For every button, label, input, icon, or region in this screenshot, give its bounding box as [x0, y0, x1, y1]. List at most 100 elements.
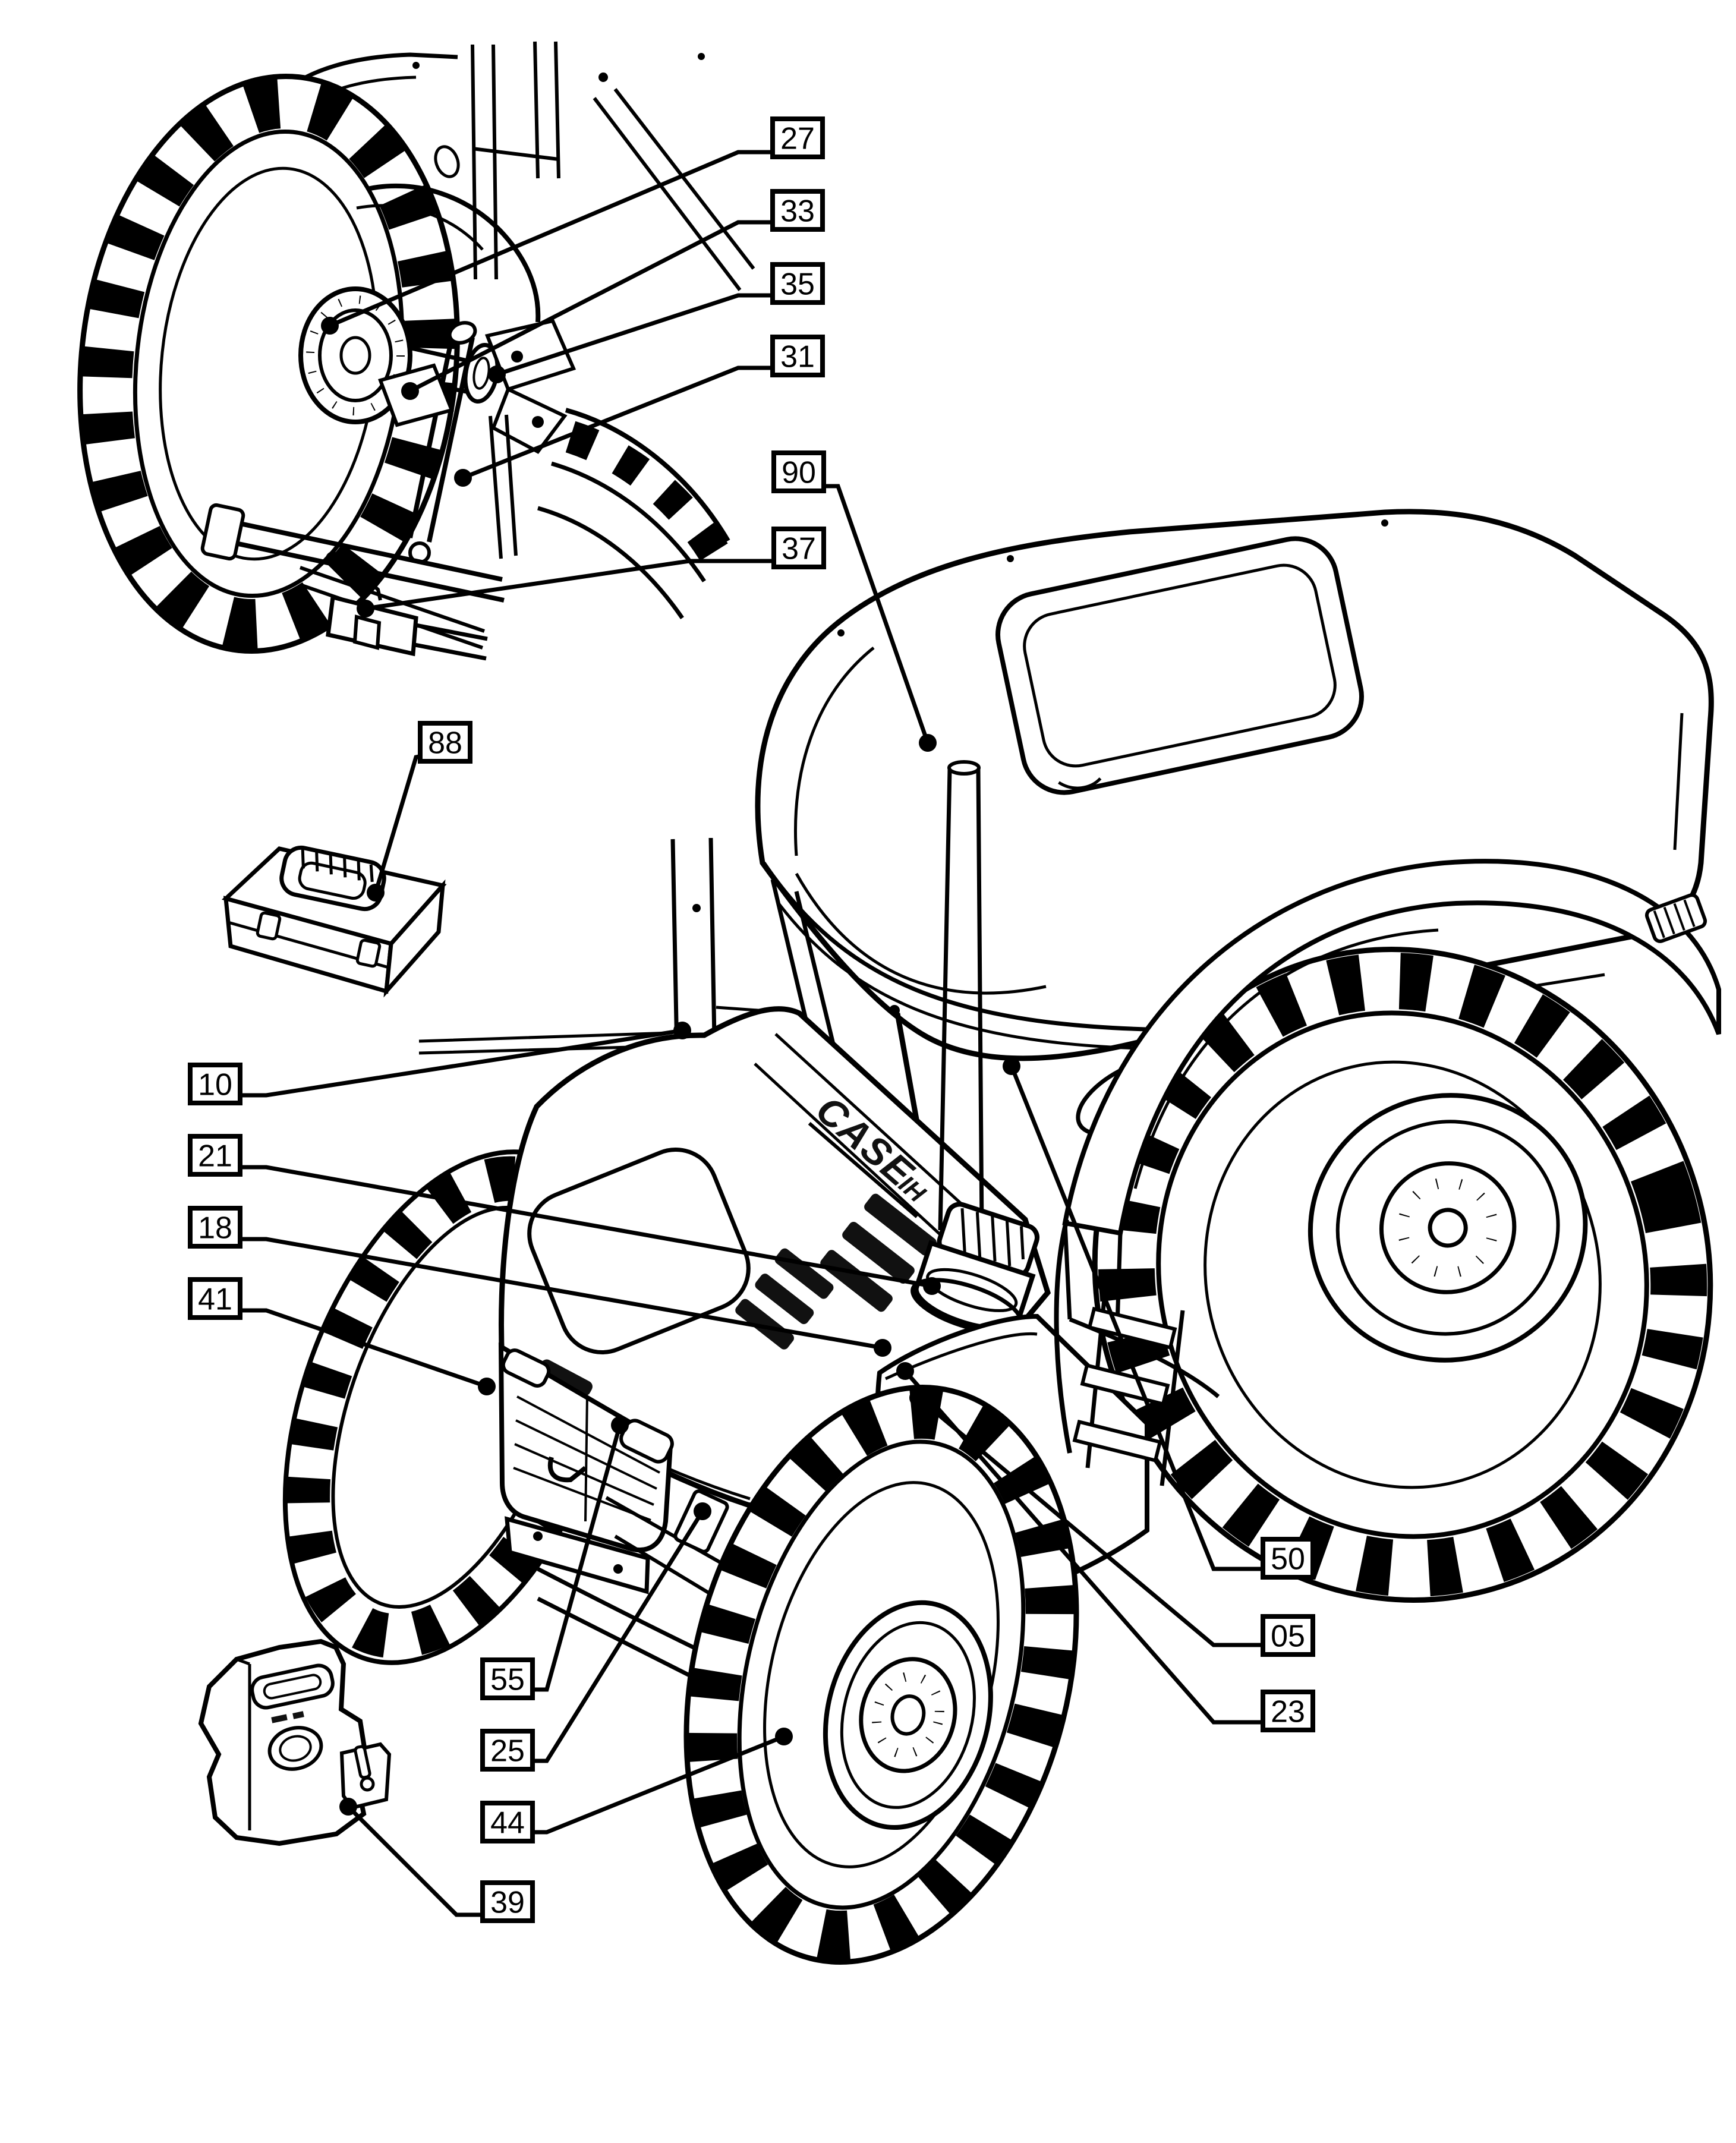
- leader-dot-41: [478, 1378, 496, 1395]
- callout-box-27[interactable]: [770, 116, 825, 159]
- callout-box-88[interactable]: [418, 721, 472, 764]
- leader-line-23: [903, 1369, 1263, 1725]
- leader-line-31: [462, 365, 773, 480]
- hub-bolts: [306, 295, 405, 415]
- callout-88[interactable]: 88: [367, 721, 472, 902]
- callout-37[interactable]: 37: [357, 527, 826, 617]
- leader-dot-44: [775, 1728, 793, 1745]
- leader-dot-39: [339, 1798, 357, 1816]
- callout-number-21: 21: [198, 1139, 232, 1174]
- callout-90[interactable]: 90: [771, 450, 937, 752]
- weight-bracket: [339, 1742, 392, 1810]
- leader-line-35: [496, 293, 773, 377]
- leader-dot-31: [454, 469, 472, 487]
- leader-line-25: [533, 1510, 704, 1763]
- leader-dot-23: [896, 1362, 914, 1380]
- callout-box-39[interactable]: [480, 1880, 535, 1923]
- leader-line-39: [346, 1805, 483, 1917]
- step-tread-3: [1072, 1419, 1162, 1463]
- handrail: [1054, 1219, 1072, 1454]
- callout-number-44: 44: [490, 1806, 525, 1841]
- rear-fender-detail: [367, 183, 541, 323]
- tow-hook: [547, 1456, 587, 1483]
- leader-line-55: [533, 1425, 622, 1692]
- callout-box-41[interactable]: [188, 1277, 242, 1320]
- leader-line-41: [240, 1308, 488, 1389]
- callout-21[interactable]: 21: [188, 1134, 941, 1295]
- callout-box-18[interactable]: [188, 1206, 242, 1249]
- callout-55[interactable]: 55: [480, 1416, 629, 1700]
- rear-axle-detail: [77, 41, 755, 661]
- callout-number-10: 10: [198, 1068, 232, 1102]
- leader-line-44: [533, 1734, 785, 1835]
- callout-box-35[interactable]: [770, 262, 825, 305]
- callout-27[interactable]: 27: [321, 116, 825, 335]
- leader-line-33: [409, 220, 773, 393]
- leader-line-37: [365, 559, 774, 611]
- callout-number-31: 31: [780, 340, 815, 374]
- windshield-frame-edge: [593, 88, 755, 291]
- weight-handle-slot: [250, 1663, 335, 1710]
- callout-box-21[interactable]: [188, 1134, 242, 1177]
- leader-dot-37: [357, 600, 374, 617]
- callout-44[interactable]: 44: [480, 1728, 793, 1843]
- callout-50[interactable]: 50: [1003, 1057, 1315, 1580]
- callout-box-90[interactable]: [771, 450, 826, 493]
- callout-41[interactable]: 41: [188, 1277, 496, 1395]
- opposite-wheel-partial: [537, 408, 730, 619]
- callout-box-33[interactable]: [770, 189, 825, 232]
- step-tread-2: [1080, 1363, 1170, 1407]
- callout-box-23[interactable]: [1261, 1690, 1315, 1732]
- callout-box-10[interactable]: [188, 1063, 242, 1105]
- callout-23[interactable]: 23: [896, 1362, 1315, 1732]
- leader-dot-21: [923, 1277, 941, 1295]
- roof-hatch: [995, 536, 1364, 795]
- lift-cylinder: [408, 321, 477, 564]
- leader-dot-10: [673, 1022, 691, 1039]
- leader-dot-33: [401, 382, 419, 400]
- toolbox-latch-left: [256, 911, 282, 941]
- callout-number-39: 39: [490, 1886, 525, 1920]
- callout-box-31[interactable]: [770, 335, 825, 377]
- leader-line-21: [240, 1165, 932, 1288]
- callout-box-50[interactable]: [1261, 1537, 1315, 1580]
- callout-number-41: 41: [198, 1282, 232, 1317]
- callout-35[interactable]: 35: [488, 262, 825, 383]
- callout-number-27: 27: [780, 122, 815, 156]
- callout-box-37[interactable]: [771, 527, 826, 569]
- callout-number-50: 50: [1271, 1542, 1305, 1577]
- callout-31[interactable]: 31: [454, 335, 825, 487]
- front-rim: [823, 1600, 993, 1830]
- leader-dot-50: [1003, 1057, 1020, 1075]
- callout-box-55[interactable]: [480, 1657, 535, 1700]
- leader-line-05: [916, 1396, 1263, 1647]
- leader-line-88: [373, 754, 422, 894]
- callout-number-33: 33: [780, 194, 815, 229]
- leader-line-50: [1009, 1065, 1263, 1571]
- callout-number-18: 18: [198, 1211, 232, 1246]
- hood-vents: [820, 1193, 937, 1312]
- callout-25[interactable]: 25: [480, 1502, 711, 1772]
- callout-number-23: 23: [1271, 1695, 1305, 1729]
- callout-39[interactable]: 39: [339, 1798, 535, 1923]
- front-weight: [198, 1638, 392, 1846]
- callout-box-05[interactable]: [1261, 1614, 1315, 1657]
- toolbox-latch-right: [355, 938, 382, 968]
- leader-dot-18: [874, 1339, 891, 1357]
- callout-33[interactable]: 33: [401, 189, 825, 400]
- grille-badge: [539, 1359, 593, 1396]
- rear-right-wheel: [1092, 947, 1713, 1603]
- callout-box-25[interactable]: [480, 1729, 535, 1772]
- callout-box-44[interactable]: [480, 1801, 535, 1843]
- callout-18[interactable]: 18: [188, 1206, 891, 1357]
- leader-dot-25: [694, 1502, 711, 1520]
- headlight-left: [501, 1348, 551, 1388]
- callout-number-05: 05: [1271, 1619, 1305, 1654]
- weight-bore: [267, 1726, 323, 1771]
- leader-dot-55: [611, 1416, 629, 1434]
- toolbox: [222, 845, 447, 998]
- front-right-wheel: [683, 1385, 1079, 1965]
- callout-10[interactable]: 10: [188, 1022, 691, 1105]
